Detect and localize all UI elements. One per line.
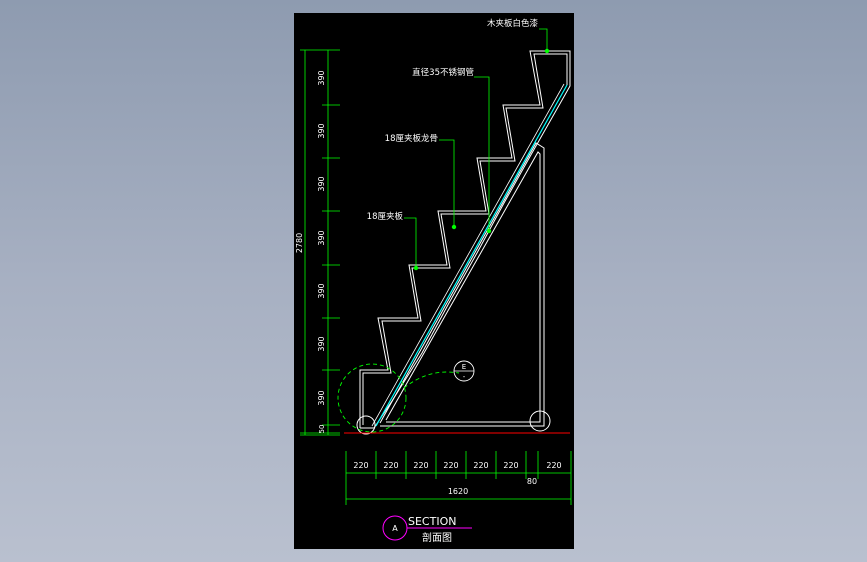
leader-dots xyxy=(413,48,550,271)
hdim-total: 1620 xyxy=(448,487,468,496)
detail-ref-top: E xyxy=(462,363,466,371)
hdim-tread-3: 220 xyxy=(413,461,428,470)
hdim-tread-7: 220 xyxy=(546,461,561,470)
frame-inner xyxy=(385,151,541,423)
stair-profile xyxy=(359,50,571,429)
hdim-small: 80 xyxy=(527,477,537,486)
vdim-riser-1: 390 xyxy=(317,70,326,85)
detail-leader xyxy=(403,371,460,389)
stair-section-drawing: E - 2780 390 390 390 390 390 390 390 50 … xyxy=(295,18,572,544)
base-circle-left xyxy=(356,415,376,435)
vdim-riser-6: 390 xyxy=(317,336,326,351)
leader-dot xyxy=(486,228,492,234)
vdim-riser-4: 390 xyxy=(317,230,326,245)
vdim-riser-5: 390 xyxy=(317,283,326,298)
leader-dot xyxy=(451,224,457,230)
drawing-sheet: E - 2780 390 390 390 390 390 390 390 50 … xyxy=(294,13,574,549)
vdim-total-label: 2780 xyxy=(295,233,304,253)
vertical-dimensions xyxy=(300,49,340,436)
vdim-riser-3: 390 xyxy=(317,176,326,191)
stair-inner-edge xyxy=(362,53,568,425)
leader-top-finish xyxy=(539,28,548,51)
hdim-tread-4: 220 xyxy=(443,461,458,470)
detail-circle xyxy=(337,363,407,433)
vdim-base: 50 xyxy=(318,425,326,434)
hdim-tread-2: 220 xyxy=(383,461,398,470)
title-marker: A xyxy=(392,524,398,533)
label-plywood: 18厘夹板 xyxy=(367,211,404,222)
leader-dot xyxy=(544,48,550,54)
vdim-riser-7: 390 xyxy=(317,390,326,405)
label-top-finish: 木夹板白色漆 xyxy=(487,18,539,29)
stainless-pipe xyxy=(375,84,568,427)
title-chinese: 剖面图 xyxy=(422,531,452,544)
leader-plywood xyxy=(404,217,417,268)
vdim-riser-2: 390 xyxy=(317,123,326,138)
label-pipe: 直径35不锈钢管 xyxy=(412,67,474,78)
hdim-tread-6: 220 xyxy=(503,461,518,470)
frame-outer xyxy=(379,142,545,427)
stainless-pipe-edge xyxy=(371,83,565,427)
base-circle-right xyxy=(529,410,551,432)
stair-outer-edge xyxy=(359,50,571,429)
support-frame xyxy=(379,142,545,427)
label-keel: 18厘夹板龙骨 xyxy=(385,133,438,144)
hdim-tread-1: 220 xyxy=(353,461,368,470)
annotation-leaders xyxy=(404,28,548,268)
detail-ref-bottom: - xyxy=(463,373,466,381)
leader-keel xyxy=(439,139,455,227)
title-english: SECTION xyxy=(408,515,456,528)
horizontal-dimensions xyxy=(345,451,572,505)
hdim-tread-5: 220 xyxy=(473,461,488,470)
leader-dot xyxy=(413,265,419,271)
leader-pipe xyxy=(474,76,490,231)
